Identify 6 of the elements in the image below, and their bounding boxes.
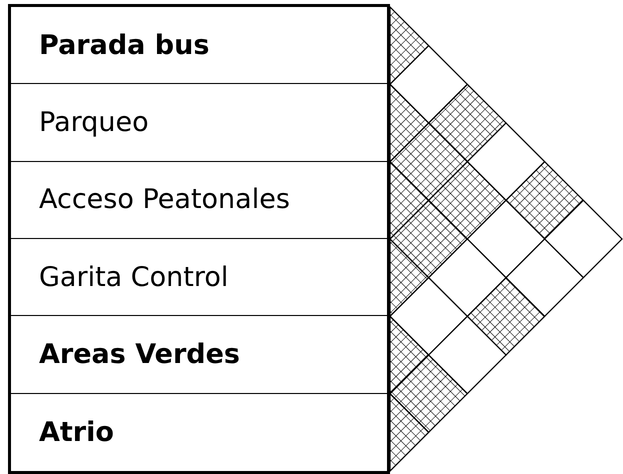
- row-label: Parada bus: [39, 30, 210, 61]
- row-label: Areas Verdes: [39, 338, 240, 370]
- row-label: Atrio: [39, 416, 114, 448]
- row-label: Acceso Peatonales: [39, 184, 290, 216]
- row-label: Garita Control: [39, 262, 228, 293]
- row-label: Parqueo: [39, 106, 149, 138]
